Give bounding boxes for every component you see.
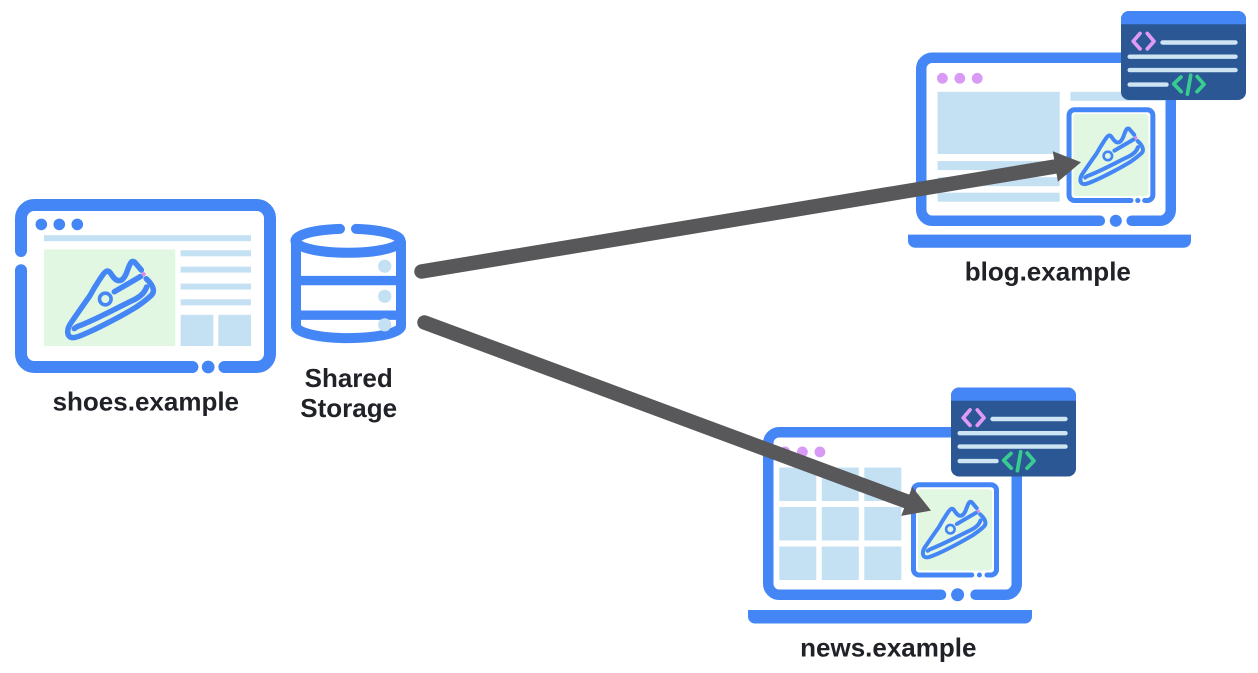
svg-text:blog.example: blog.example: [965, 257, 1131, 287]
svg-text:shoes.example: shoes.example: [53, 386, 239, 416]
svg-text:news.example: news.example: [800, 633, 976, 663]
svg-text:Shared: Shared: [305, 363, 393, 393]
svg-text:Storage: Storage: [300, 393, 397, 423]
